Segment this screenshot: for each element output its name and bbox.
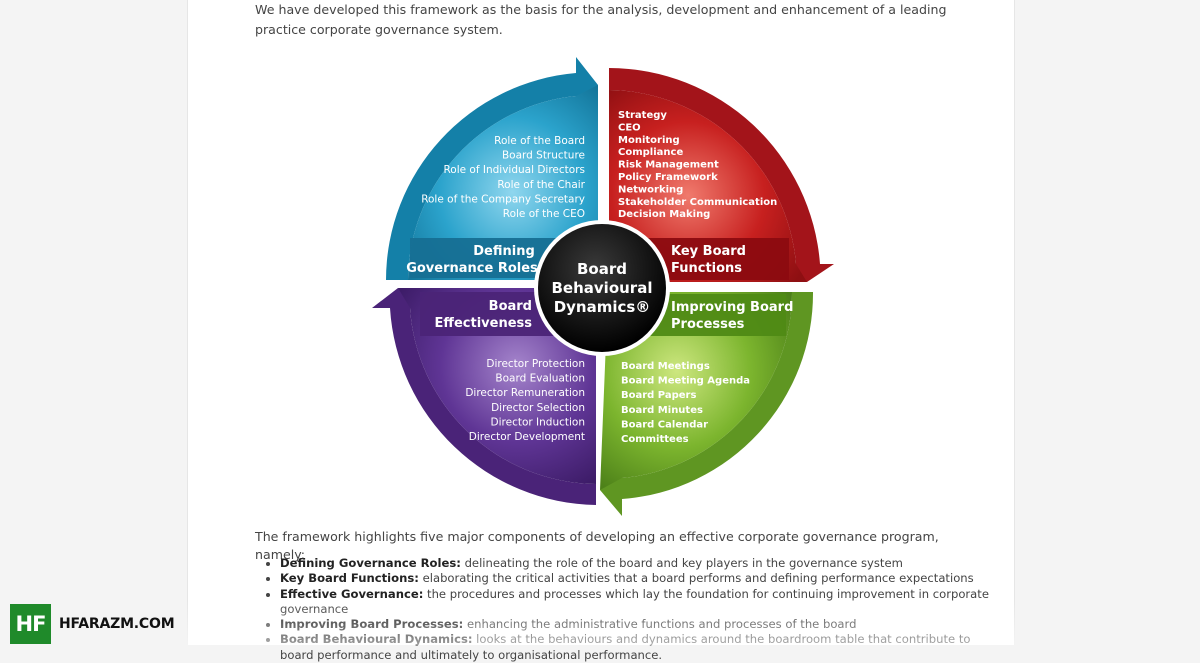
defining-title-line2: Governance Roles: [406, 261, 538, 276]
effectiveness-item: Director Remuneration: [465, 387, 585, 399]
center-circle: [538, 224, 666, 352]
defining-roles-segment: [386, 57, 598, 280]
functions-item: Networking: [618, 184, 683, 195]
governance-framework-diagram: Board Behavioural Dynamics® Defining Gov…: [372, 57, 834, 516]
component-desc: elaborating the critical activities that…: [422, 571, 974, 586]
defining-item: Role of Individual Directors: [443, 164, 585, 176]
board-processes-segment: [600, 292, 814, 516]
functions-title-line1: Key Board: [671, 244, 746, 259]
component-term: Effective Governance:: [280, 586, 424, 601]
board-effectiveness-segment: [372, 288, 596, 505]
effectiveness-item: Director Development: [469, 431, 585, 443]
effectiveness-title-line1: Board: [489, 299, 532, 314]
functions-item: Policy Framework: [618, 172, 718, 183]
site-logo[interactable]: HF HFARAZM.COM: [10, 604, 175, 644]
functions-item: Compliance: [618, 147, 683, 158]
intro-paragraph: We have developed this framework as the …: [255, 2, 947, 37]
processes-item: Board Papers: [621, 390, 696, 401]
component-desc: delineating the role of the board and ke…: [464, 556, 903, 570]
defining-item: Role of the Chair: [497, 179, 585, 191]
key-functions-segment: [609, 68, 834, 282]
defining-item: Role of the CEO: [503, 208, 585, 220]
effectiveness-item: Director Induction: [491, 416, 585, 428]
functions-item: Risk Management: [618, 160, 719, 171]
lead-paragraph: The framework highlights five major comp…: [255, 529, 939, 562]
processes-title-line1: Improving Board: [671, 300, 793, 315]
components-list: Defining Governance Roles: delineating t…: [262, 556, 1000, 663]
list-item: Effective Governance: the procedures and…: [280, 587, 1000, 618]
effectiveness-item: Director Selection: [491, 402, 585, 414]
component-term: Improving Board Processes:: [280, 617, 464, 632]
processes-item: Board Minutes: [621, 405, 703, 416]
functions-item: Strategy: [618, 110, 667, 121]
center-title-line3: Dynamics®: [554, 298, 651, 316]
functions-title-line2: Functions: [671, 261, 742, 276]
component-term: Board Behavioural Dynamics:: [280, 632, 473, 647]
component-term: Defining Governance Roles:: [280, 556, 461, 570]
defining-title-line1: Defining: [473, 244, 535, 259]
functions-item: Stakeholder Communication: [618, 197, 777, 208]
component-term: Key Board Functions:: [280, 571, 419, 586]
list-item: Board Behavioural Dynamics: looks at the…: [280, 632, 1000, 663]
functions-item: CEO: [618, 122, 641, 133]
functions-item: Monitoring: [618, 135, 680, 146]
defining-item: Role of the Company Secretary: [421, 193, 585, 205]
defining-item: Role of the Board: [494, 135, 585, 147]
logo-text: HFARAZM.COM: [59, 616, 175, 632]
processes-title-line2: Processes: [671, 317, 745, 332]
list-item: Key Board Functions: elaborating the cri…: [280, 571, 1000, 586]
list-item: Improving Board Processes: enhancing the…: [280, 617, 1000, 632]
list-item: Defining Governance Roles: delineating t…: [280, 556, 1000, 571]
effectiveness-item: Director Protection: [486, 358, 585, 370]
effectiveness-item: Board Evaluation: [495, 373, 585, 385]
logo-mark: HF: [10, 604, 51, 644]
effectiveness-title-line2: Effectiveness: [435, 316, 533, 331]
processes-item: Board Meetings: [621, 361, 710, 372]
processes-item: Committees: [621, 434, 689, 445]
processes-item: Board Calendar: [621, 419, 708, 430]
center-title-line2: Behavioural: [552, 279, 653, 297]
center-title-line1: Board: [577, 260, 627, 278]
component-desc: enhancing the administrative functions a…: [466, 617, 857, 632]
functions-item: Decision Making: [618, 209, 710, 220]
processes-item: Board Meeting Agenda: [621, 376, 750, 387]
defining-item: Board Structure: [502, 150, 585, 162]
